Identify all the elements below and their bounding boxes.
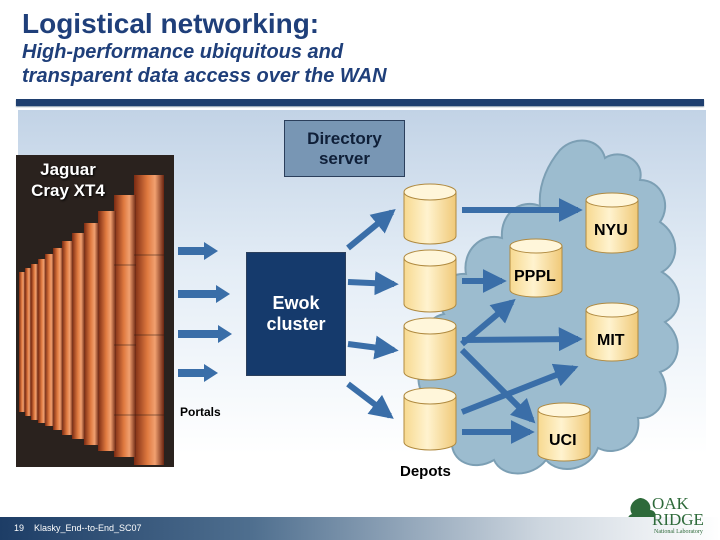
ewok-to-depot-arrow [347, 335, 399, 360]
footer-bar: 19 Klasky_End--to-End_SC07 [0, 517, 720, 540]
title-divider [16, 99, 704, 106]
site-cylinder-uci [537, 402, 591, 462]
site-cylinder-pppl [509, 238, 563, 298]
depot-to-site-arrow [459, 347, 536, 424]
site-label-pppl: PPPL [514, 268, 556, 285]
site-cylinder-mit [585, 302, 639, 362]
site-label-uci: UCI [549, 432, 577, 449]
oak-ridge-logo: OAK RIDGE National Laboratory [628, 490, 708, 538]
title-line-2: High-performance ubiquitous and [22, 41, 344, 63]
portal-arrow [178, 285, 230, 303]
jaguar-label-line-2: Cray XT4 [31, 181, 105, 200]
depot-cylinder [403, 317, 457, 381]
depots-label: Depots [400, 463, 451, 480]
depot-to-site-arrow [461, 327, 583, 352]
depot-to-site-arrow [460, 363, 579, 415]
directory-server-label-2: server [318, 148, 371, 168]
ewok-to-depot-arrow [346, 381, 394, 419]
logo-line-3: National Laboratory [654, 529, 703, 535]
slide-number: 19 [14, 523, 25, 533]
ewok-cluster-label-1: Ewok [272, 293, 320, 313]
footer-text: Klasky_End--to-End_SC07 [34, 523, 142, 533]
site-cylinder-nyu [585, 192, 639, 254]
ewok-to-depot-arrow [347, 271, 399, 296]
ewok-cluster-label-2: cluster [266, 314, 326, 334]
jaguar-label: Jaguar Cray XT4 [16, 159, 120, 201]
ewok-to-depot-arrows [346, 208, 399, 419]
directory-server-box: Directory server [284, 120, 405, 177]
logo-line-2: RIDGE [652, 510, 704, 529]
portal-arrows [178, 242, 232, 382]
slide-title: Logistical networking: High-performance … [22, 8, 387, 88]
portal-arrow [178, 242, 218, 260]
site-label-mit: MIT [597, 332, 625, 349]
sites [509, 192, 639, 462]
ewok-cluster-box: Ewok cluster [246, 252, 346, 376]
depot-cylinder [403, 387, 457, 451]
depot-to-site-arrows [459, 198, 583, 444]
title-line-1: Logistical networking: [22, 8, 320, 39]
jaguar-label-line-1: Jaguar [40, 160, 96, 179]
ewok-to-depot-arrow [346, 208, 396, 251]
portal-arrow [178, 364, 218, 382]
portals-label: Portals [180, 405, 221, 419]
depot-cylinder [403, 183, 457, 245]
depot-cylinder [403, 249, 457, 313]
directory-server-label-1: Directory [307, 128, 382, 148]
title-line-3: transparent data access over the WAN [22, 65, 387, 87]
depots [403, 183, 457, 451]
portal-arrow [178, 325, 232, 343]
site-label-nyu: NYU [594, 222, 628, 239]
logo-line-1: OAK [652, 494, 689, 513]
jaguar-supercomputer-image [16, 155, 174, 467]
